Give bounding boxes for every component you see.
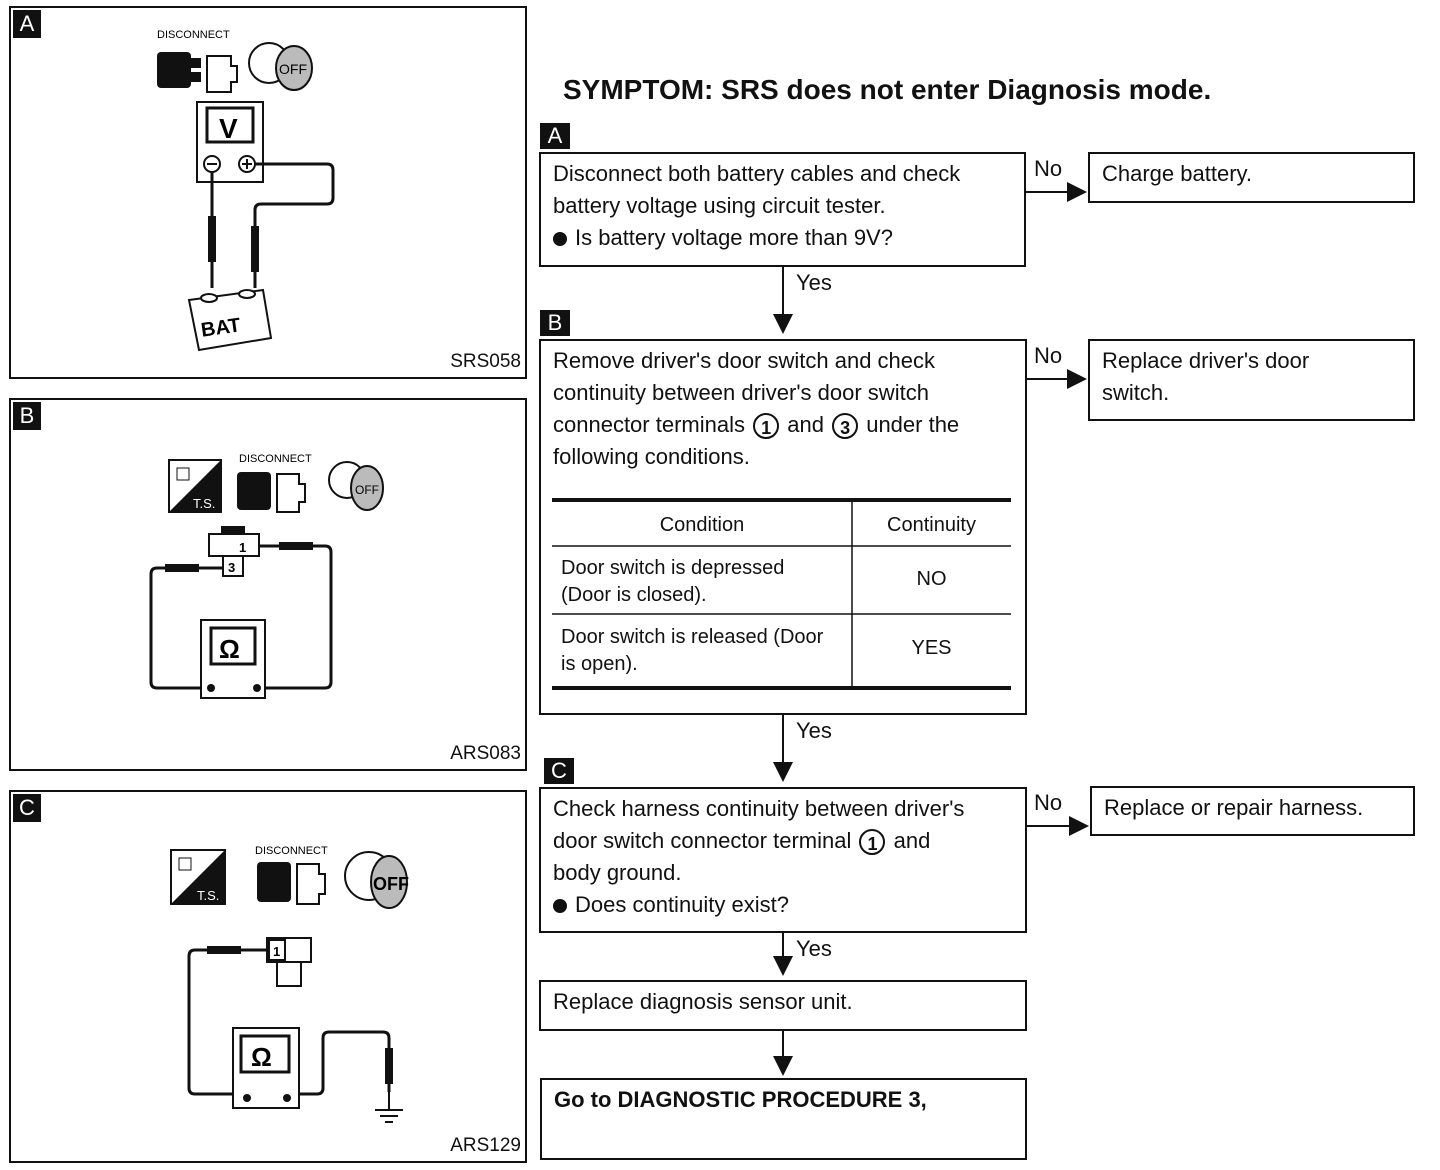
pin-1-label: 1 [273, 944, 280, 959]
terminal-1-badge: 1 [753, 413, 780, 440]
continuity-header: Continuity [887, 514, 976, 536]
ohmmeter-icon: Ω [200, 619, 266, 699]
ignition-key-off-icon: OFF [344, 851, 409, 909]
result-replace-door-switch: Replace driver's door switch. [1088, 339, 1415, 421]
ground-symbol-icon [375, 1092, 403, 1123]
step-b-yes-label: Yes [796, 718, 832, 743]
panel-b-code: ARS083 [450, 743, 521, 764]
bullet-icon [553, 899, 567, 914]
step-c-no-label: No [1034, 790, 1063, 815]
battery-label: BAT [200, 314, 242, 341]
row2-continuity: YES [911, 637, 952, 659]
result-charge-battery: Charge battery. [1088, 152, 1415, 203]
table-row: Door switch is released (Door is open). [561, 624, 846, 678]
step-b-line2: continuity between driver's door switch [553, 380, 929, 405]
step-c-line1: Check harness continuity between driver'… [553, 796, 965, 821]
door-switch-connector-icon: 1 [266, 937, 312, 987]
result-replace-harness-text: Replace or repair harness. [1104, 795, 1364, 820]
disconnect-connector-icon [237, 472, 306, 513]
step-a-no-label: No [1034, 156, 1063, 181]
result-replace-door-switch-line2: switch. [1102, 380, 1170, 405]
row1-condition-line2: (Door is closed). [561, 584, 707, 606]
tool-ts-icon: T.S. [170, 849, 226, 905]
key-off-label: OFF [355, 483, 379, 497]
pin-3-label: 3 [228, 560, 235, 575]
result-go-to-procedure: Go to DIAGNOSTIC PROCEDURE 3, [540, 1078, 1027, 1160]
disconnect-connector-icon [257, 862, 326, 905]
panel-a-code: SRS058 [450, 351, 521, 372]
table-row: Door switch is depressed (Door is closed… [561, 555, 846, 609]
key-off-label: OFF [279, 61, 307, 77]
panel-b: B ARS083 T.S. DISCONNECT OFF 1 3 [9, 398, 527, 771]
voltmeter-symbol: V [219, 113, 238, 144]
tool-ts-icon: T.S. [168, 459, 222, 513]
step-b-line1: Remove driver's door switch and check [553, 348, 936, 373]
step-b-and: and [787, 412, 824, 437]
door-switch-connector-icon: 1 3 [208, 526, 260, 577]
step-b-box: Remove driver's door switch and check co… [539, 339, 1027, 715]
disconnect-connector-icon [157, 52, 238, 93]
row1-continuity: NO [916, 568, 947, 590]
result-go-to-procedure-text: Go to DIAGNOSTIC PROCEDURE 3, [554, 1087, 927, 1112]
step-b-tag: B [540, 310, 570, 336]
panel-b-tag: B [13, 402, 41, 430]
step-b-line4: following conditions. [553, 444, 750, 469]
disconnect-label: DISCONNECT [255, 845, 328, 857]
step-b-line3-pre: connector terminals [553, 412, 745, 437]
row2-condition-line2: is open). [561, 653, 638, 675]
ignition-key-off-icon: OFF [328, 461, 384, 511]
result-replace-door-switch-line1: Replace driver's door [1102, 348, 1310, 373]
step-c-question: Does continuity exist? [575, 892, 789, 917]
result-replace-sensor-unit: Replace diagnosis sensor unit. [539, 980, 1027, 1031]
step-c-line2-pre: door switch connector terminal [553, 828, 852, 853]
step-c-box: Check harness continuity between driver'… [539, 787, 1027, 933]
battery-voltage-diagram: DISCONNECT OFF V [157, 29, 335, 352]
ignition-key-off-icon: OFF [248, 42, 313, 91]
ts-label: T.S. [193, 496, 215, 511]
bullet-icon [553, 232, 567, 247]
row2-condition-line1: Door switch is released (Door [561, 626, 824, 648]
panel-a: A SRS058 DISCONNECT OFF V [9, 6, 527, 379]
terminal-3-badge: 3 [832, 413, 859, 440]
ohm-symbol: Ω [219, 634, 240, 664]
step-b-line3-post: under the [866, 412, 960, 437]
voltmeter-icon: V [196, 101, 264, 183]
disconnect-label: DISCONNECT [157, 29, 230, 41]
disconnect-label: DISCONNECT [239, 453, 312, 465]
terminal-1-badge: 1 [859, 829, 886, 856]
panel-a-tag: A [13, 10, 41, 38]
condition-header: Condition [659, 514, 745, 536]
result-charge-battery-text: Charge battery. [1102, 161, 1253, 186]
ohm-symbol: Ω [251, 1042, 272, 1072]
panel-c-tag: C [13, 794, 41, 822]
step-a-yes-label: Yes [796, 270, 832, 295]
pin-1-label: 1 [239, 540, 246, 555]
step-b-no-label: No [1034, 343, 1063, 368]
step-a-tag: A [540, 123, 570, 149]
panel-c-code: ARS129 [450, 1135, 521, 1156]
step-c-line2-post: and [893, 828, 931, 853]
step-a-question: Is battery voltage more than 9V? [575, 225, 893, 250]
step-c-yes-label: Yes [796, 936, 832, 961]
key-off-label: OFF [373, 874, 409, 894]
battery-icon: BAT [187, 288, 273, 352]
step-c-line3: body ground. [553, 860, 682, 885]
ohmmeter-icon: Ω [232, 1027, 300, 1109]
panel-c: C ARS129 T.S. DISCONNECT OFF 1 [9, 790, 527, 1163]
result-replace-harness: Replace or repair harness. [1090, 786, 1415, 836]
door-switch-continuity-diagram: T.S. DISCONNECT OFF 1 3 Ω [149, 453, 384, 699]
step-a-line2: battery voltage using circuit tester. [553, 193, 886, 218]
row1-condition-line1: Door switch is depressed [561, 557, 785, 579]
step-a-line1: Disconnect both battery cables and check [553, 161, 961, 186]
ts-label: T.S. [197, 888, 219, 903]
result-replace-sensor-unit-text: Replace diagnosis sensor unit. [553, 989, 853, 1014]
page-title: SYMPTOM: SRS does not enter Diagnosis mo… [563, 74, 1212, 105]
harness-ground-diagram: T.S. DISCONNECT OFF 1 [170, 845, 409, 1123]
step-c-tag: C [544, 758, 574, 784]
step-a-box: Disconnect both battery cables and check… [539, 152, 1026, 267]
